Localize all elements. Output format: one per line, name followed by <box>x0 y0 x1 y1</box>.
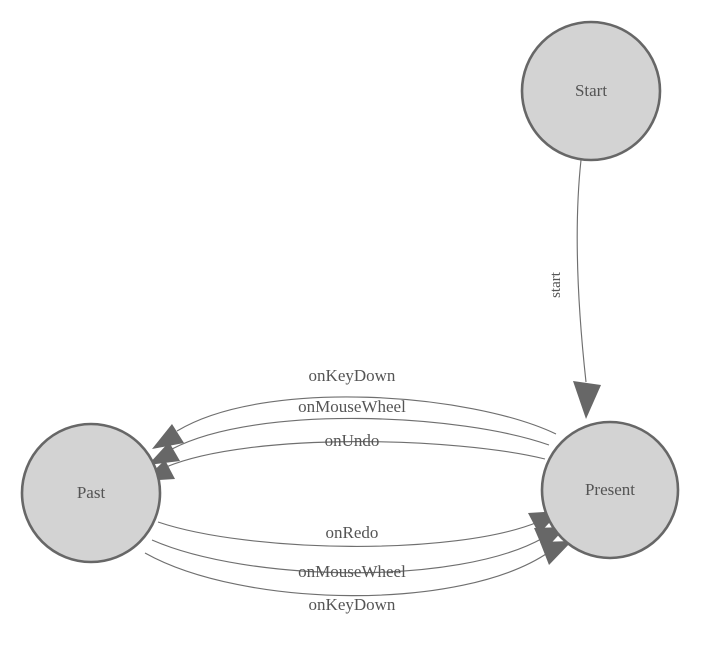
edge-past-to-present-onmousewheel[interactable]: onMouseWheel <box>151 527 566 581</box>
node-present-label: Present <box>585 480 635 499</box>
edge-label-present-past-onkeydown: onKeyDown <box>309 366 396 385</box>
node-start-circle <box>520 20 662 162</box>
node-past[interactable]: Past <box>20 422 162 564</box>
node-present[interactable]: Present <box>540 420 680 560</box>
edge-present-to-past-onkeydown-path <box>176 396 557 435</box>
node-past-circle <box>20 422 162 564</box>
edge-present-to-past-onmousewheel-arrowhead <box>148 442 180 465</box>
edge-label-past-present-onmousewheel: onMouseWheel <box>298 562 406 581</box>
edge-label-past-present-onredo: onRedo <box>326 523 379 542</box>
edge-label-present-past-onundo: onUndo <box>325 431 380 450</box>
node-past-label: Past <box>77 483 106 502</box>
edge-label-past-present-onkeydown: onKeyDown <box>309 595 396 614</box>
edge-label-present-past-onmousewheel: onMouseWheel <box>298 397 406 416</box>
edge-label-start: start <box>548 271 564 298</box>
node-start[interactable]: Start <box>520 20 662 162</box>
edge-present-to-past-onundo[interactable]: onUndo <box>143 431 546 481</box>
edge-present-to-past-onkeydown[interactable]: onKeyDown <box>152 366 557 449</box>
edge-present-to-past-onundo-path <box>165 441 546 468</box>
edge-past-to-present-onmousewheel-path <box>151 537 544 574</box>
edge-start-to-present-arrowhead <box>573 381 601 419</box>
edge-past-to-present-onredo[interactable]: onRedo <box>157 511 560 547</box>
edge-past-to-present-onredo-path <box>157 521 539 547</box>
edge-start-to-present[interactable]: start <box>548 159 601 419</box>
edge-present-to-past-onkeydown-arrowhead <box>152 424 184 449</box>
edge-start-to-present-path <box>576 159 587 383</box>
edge-past-to-present-onkeydown-path <box>144 551 550 597</box>
edge-past-to-present-onkeydown[interactable]: onKeyDown <box>144 541 572 614</box>
edge-present-to-past-onmousewheel[interactable]: onMouseWheel <box>148 397 550 465</box>
node-present-circle <box>540 420 680 560</box>
edge-present-to-past-onmousewheel-path <box>171 417 550 450</box>
edge-past-to-present-onkeydown-arrowhead <box>540 541 572 565</box>
node-start-label: Start <box>575 81 607 100</box>
